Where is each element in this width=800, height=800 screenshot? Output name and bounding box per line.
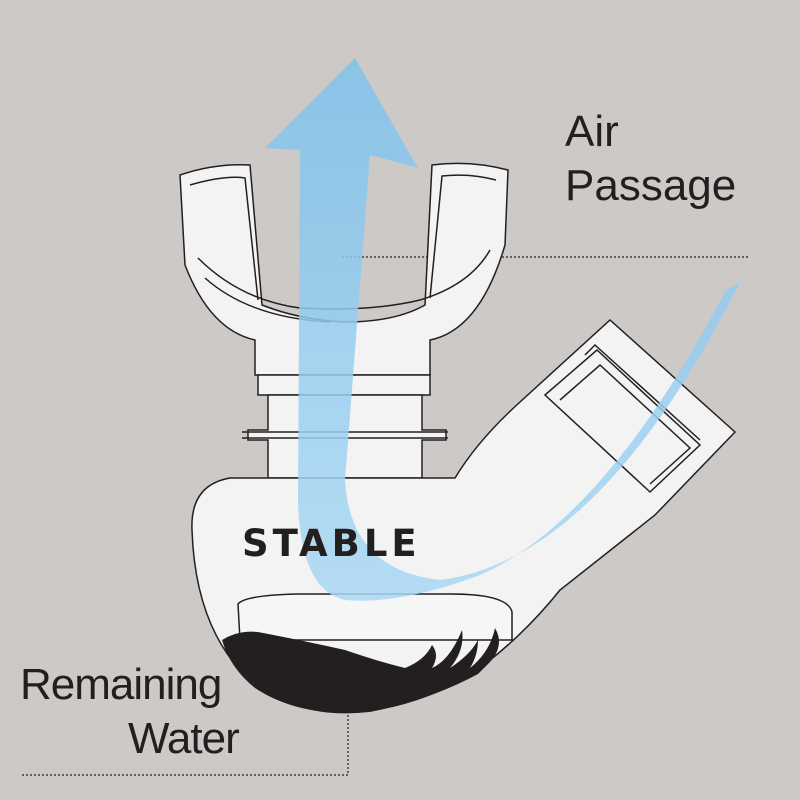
mouthpiece-bite-wings: [179, 162, 509, 376]
remaining-water-label-line2: Water: [128, 714, 240, 763]
brand-logo-text: STABLE: [242, 522, 421, 565]
remaining-water: [222, 628, 499, 713]
air-passage-label-line2: Passage: [565, 161, 737, 210]
air-passage-label-line1: Air: [565, 107, 619, 156]
air-flow-arrow: [265, 58, 740, 601]
remaining-water-leader-line: [20, 715, 349, 776]
air-passage-label: Air Passage: [565, 105, 736, 213]
remaining-water-label: Remaining Water: [20, 658, 240, 766]
purge-chamber: [237, 593, 513, 641]
remaining-water-label-line1: Remaining: [20, 660, 222, 709]
